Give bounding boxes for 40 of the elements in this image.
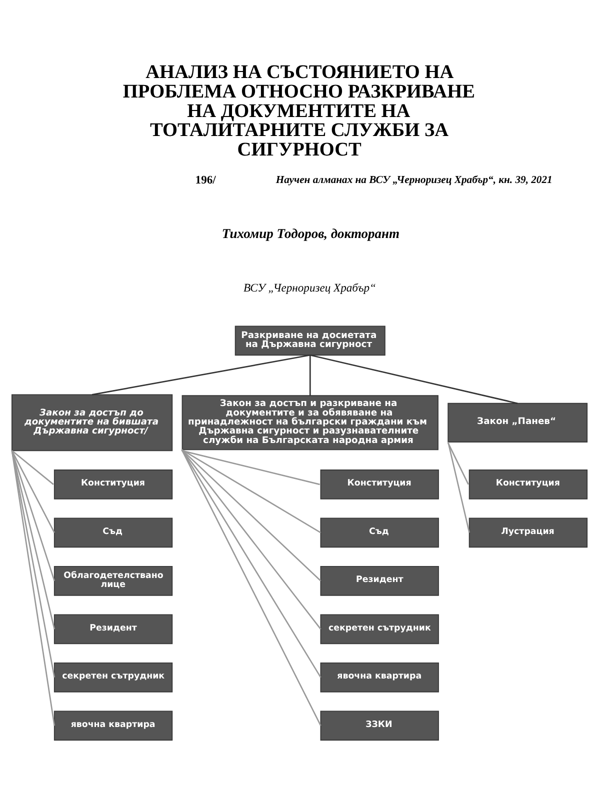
connector bbox=[181, 449, 322, 534]
node-box: явочна квартира bbox=[320, 662, 439, 692]
node-box: Конституция bbox=[468, 469, 588, 500]
node-box: Съд bbox=[320, 518, 439, 548]
node-box: Закон „Панев“ bbox=[448, 402, 588, 442]
node-box: Разкриване на досиетата на Държавна сигурност bbox=[234, 326, 386, 356]
node-box: Резидент bbox=[54, 614, 173, 644]
label: ВСУ „Черноризец Храбър“ bbox=[244, 282, 376, 295]
connector bbox=[92, 354, 310, 396]
node-box: явочна квартира bbox=[54, 710, 173, 741]
label: Тихомир Тодоров, докторант bbox=[222, 226, 400, 242]
connector bbox=[11, 450, 56, 582]
node-box: Конституция bbox=[54, 469, 173, 500]
connector bbox=[309, 355, 311, 396]
connector bbox=[447, 442, 470, 533]
connector bbox=[11, 450, 56, 533]
node-box: Резидент bbox=[320, 566, 439, 596]
connector bbox=[310, 354, 518, 404]
node-box: Съд bbox=[54, 518, 173, 548]
connector bbox=[181, 449, 322, 582]
connector bbox=[448, 442, 469, 485]
connector bbox=[181, 449, 322, 630]
node-box: Закон за достъп и разкриване на документите и за обявяване на принадлежност на български граждани към Държавна сигурност и разузнавателните служби на Българската народна армия bbox=[182, 395, 438, 450]
node-box: Облагодетелствано лице bbox=[54, 566, 173, 596]
node-box: Конституция bbox=[320, 469, 439, 500]
connector bbox=[11, 450, 56, 726]
node-box: секретен сътрудник bbox=[54, 662, 173, 692]
diagram-title: АНАЛИЗ НА СЪСТОЯНИЕТО НА ПРОБЛЕМА ОТНОСНО РАЗКРИВАНЕ НА ДОКУМЕНТИТЕ НА ТОТАЛИТАРНИТЕ СЛУЖБИ ЗА СИГУРНОСТ bbox=[122, 62, 475, 160]
node-box: ЗЗКИ bbox=[320, 710, 439, 741]
connector bbox=[182, 450, 320, 486]
connector bbox=[181, 449, 322, 678]
label: Научен алманах на ВСУ „Черноризец Храбър“, кн. 39, 2021 bbox=[276, 175, 552, 186]
node-box: Лустрация bbox=[468, 518, 588, 548]
connector bbox=[11, 450, 56, 678]
connector bbox=[12, 450, 54, 485]
label: 196/ bbox=[195, 173, 216, 186]
node-box: секретен сътрудник bbox=[320, 614, 439, 644]
connector bbox=[11, 450, 56, 630]
node-box: Закон за достъп до документите на бившата Държавна сигурност/ bbox=[11, 394, 173, 452]
connector bbox=[181, 449, 322, 726]
